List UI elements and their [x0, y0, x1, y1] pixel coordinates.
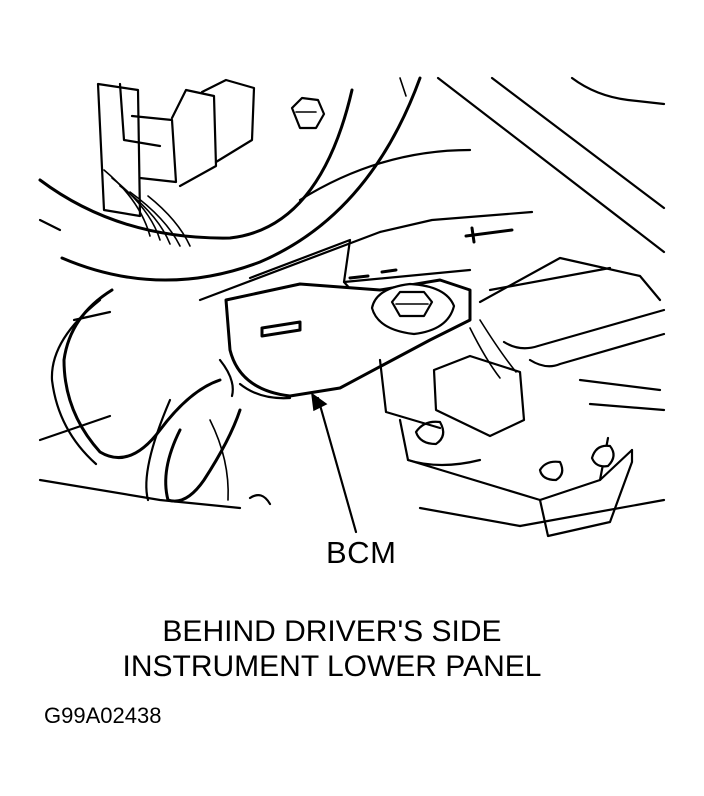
hose-loop: [50, 288, 272, 506]
bcm-callout-arrow: [311, 392, 358, 534]
bracket-bolt: [370, 282, 456, 336]
steering-column-arcs: [38, 76, 472, 282]
background-lines: [38, 218, 242, 510]
right-tube: [469, 256, 666, 379]
mounting-bracket: [198, 210, 534, 302]
figure-id: G99A02438: [44, 703, 162, 728]
caption-line-1: BEHIND DRIVER'S SIDE: [162, 615, 502, 648]
wire-connector: [96, 78, 256, 247]
lower-right-assembly: [378, 354, 666, 538]
caption-line-2: INSTRUMENT LOWER PANEL: [122, 650, 542, 683]
bolt-top: [290, 96, 326, 130]
dash-panel-lines: [399, 76, 666, 254]
bcm-callout-label: BCM: [326, 535, 397, 570]
